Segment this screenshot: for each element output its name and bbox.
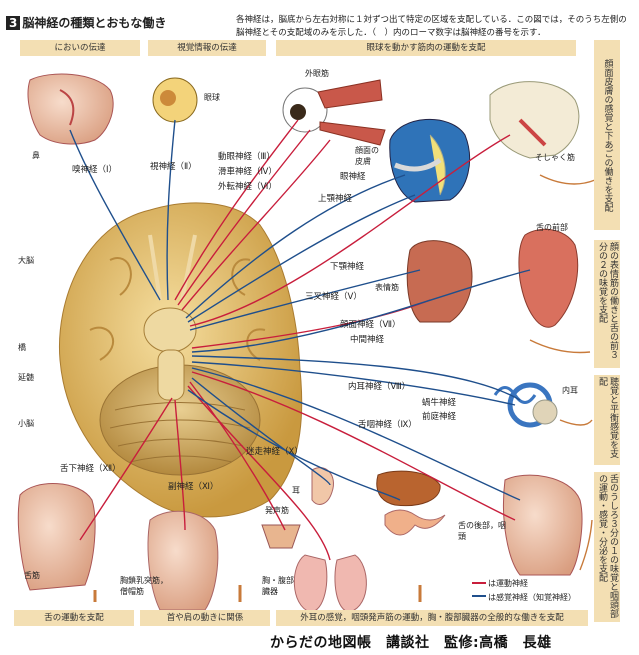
band-glossopharyngeal-function: 舌のうしろ３分の１の味覚と咽頭部の運動・感覚・分泌を支配 <box>594 472 620 622</box>
eye-muscle-illustration <box>282 79 386 146</box>
legend-sensory: は感覚神経（知覚神経） <box>488 593 576 602</box>
label-mandibular-nerve: 下顎神経 <box>330 262 365 272</box>
label-face-skin: 顔面の皮膚 <box>355 146 379 166</box>
label-medulla: 延髄 <box>18 373 34 382</box>
label-ear: 耳 <box>292 486 300 495</box>
band-optic-function: 視覚情報の伝達 <box>148 40 266 56</box>
inner-ear-illustration <box>493 382 558 428</box>
label-larynx: 発声筋 <box>265 506 289 515</box>
label-oculomotor-nerve: 動眼神経（Ⅲ） <box>218 152 275 162</box>
label-olfactory-nerve: 嗅神経（Ⅰ） <box>72 165 118 175</box>
band-hypoglossal-function: 舌の運動を支配 <box>14 610 134 626</box>
skull-illustration <box>489 81 580 159</box>
label-eyeball: 眼球 <box>204 93 220 102</box>
band-trigeminal-function: 顔面皮膚の感覚と下あごの働きを支配 <box>594 40 620 230</box>
label-tongue-muscle: 舌筋 <box>24 571 40 580</box>
label-cerebellum: 小脳 <box>18 419 34 428</box>
label-vagus-nerve: 迷走神経（Ⅹ） <box>246 447 303 457</box>
legend-motor: は運動神経 <box>488 579 528 588</box>
band-hearing-function: 聴覚と平衡感覚を支配 <box>594 375 620 465</box>
throat-profile-right <box>503 474 583 576</box>
label-abducens-nerve: 外転神経（Ⅵ） <box>218 182 277 192</box>
label-facial-nerve: 顔面神経（Ⅶ） <box>340 320 401 330</box>
throat-profile-left <box>17 483 96 591</box>
label-nose: 鼻 <box>32 151 40 160</box>
label-hypoglossal-nerve: 舌下神経（Ⅻ） <box>60 464 121 474</box>
eyeball-illustration <box>152 77 198 123</box>
band-accessory-function: 首や肩の動きに関係 <box>140 610 270 626</box>
label-ophthalmic-nerve: 眼神経 <box>340 172 366 182</box>
label-vestibulocochlear-nerve: 内耳神経（Ⅷ） <box>348 382 411 392</box>
expression-head-illustration <box>406 240 473 323</box>
label-expression-muscle: 表情筋 <box>375 283 399 292</box>
label-accessory-nerve: 副神経（Ⅺ） <box>168 482 219 492</box>
label-vestibular-nerve: 前庭神経 <box>422 412 457 422</box>
band-vagus-function: 外耳の感覚，咽頭発声筋の運動，胸・腹部臓器の全般的な働きを支配 <box>276 610 588 626</box>
band-facial-function: 顔の表情筋の働きと舌の前３分の２の味覚を支配 <box>594 240 620 368</box>
label-optic-nerve: 視神経（Ⅱ） <box>150 162 197 172</box>
label-inner-ear: 内耳 <box>562 386 578 395</box>
band-eye-muscle-function: 眼球を動かす筋肉の運動を支配 <box>276 40 576 56</box>
source-credit: からだの地図帳 講談社 監修:高橋 長雄 <box>270 635 552 651</box>
figure-number: 3 <box>6 16 21 30</box>
label-trochlear-nerve: 滑車神経（Ⅳ） <box>218 167 277 177</box>
label-intermediate-nerve: 中間神経 <box>350 335 385 345</box>
label-extraocular-muscle: 外眼筋 <box>305 69 329 78</box>
label-masseter: そしゃく筋 <box>535 153 575 162</box>
label-chest-abdomen: 胸・腹部臓器 <box>262 576 294 596</box>
figure-title: 脳神経の種類とおもな働き <box>22 16 167 30</box>
nose-illustration <box>27 73 114 145</box>
explanatory-note: 各神経は，脳底から左右対称に１対ずつ出て特定の区域を支配している．この図では，そ… <box>236 15 627 38</box>
label-cochlear-nerve: 蝸牛神経 <box>422 398 457 408</box>
label-neck-muscle: 胸鎖乳突筋，僧帽筋 <box>120 576 168 596</box>
neck-illustration <box>147 510 219 611</box>
larynx-illustration <box>261 524 301 549</box>
label-pons: 橋 <box>18 343 26 352</box>
torso-organs-illustration <box>293 470 446 613</box>
tongue-illustration <box>518 228 579 328</box>
band-olfactory-function: においの伝達 <box>20 40 140 56</box>
nerve-lines <box>69 119 596 602</box>
ear-illustration <box>311 467 334 505</box>
label-tongue-back: 舌の後部，咽頭 <box>458 521 506 541</box>
label-tongue-front: 舌の前部 <box>536 223 568 232</box>
label-glossopharyngeal-nerve: 舌咽神経（Ⅸ） <box>358 420 417 430</box>
legend: は運動神経 は感覚神経（知覚神経） <box>470 578 576 606</box>
label-cerebrum: 大脳 <box>18 256 34 265</box>
label-maxillary-nerve: 上顎神経 <box>318 194 353 204</box>
label-trigeminal-nerve: 三叉神経（Ⅴ） <box>305 292 362 302</box>
